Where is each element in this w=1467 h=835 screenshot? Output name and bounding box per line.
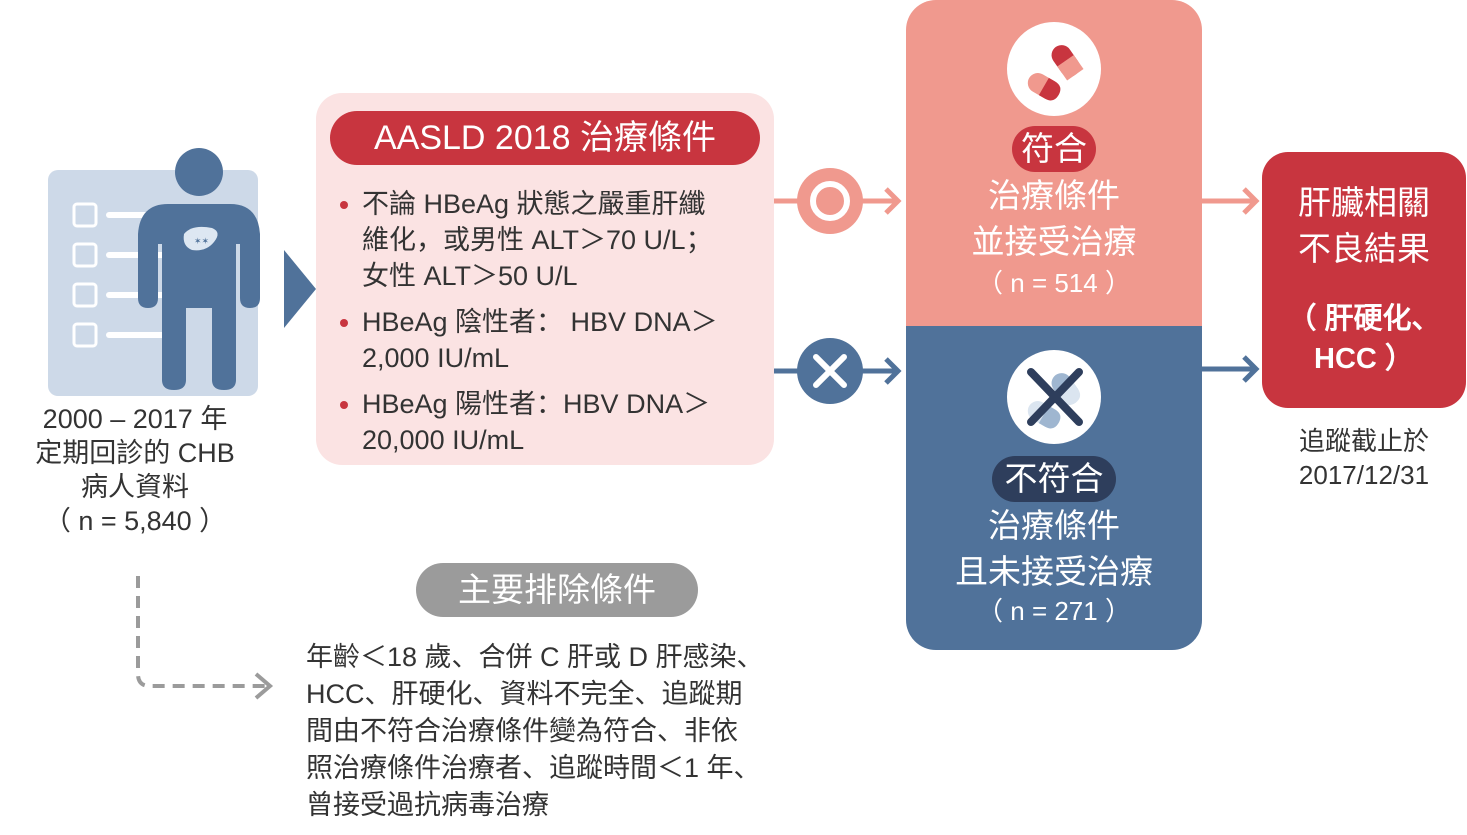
followup-line-1: 追蹤截止於	[1298, 426, 1429, 456]
exclusion-line-4: 照治療條件治療者、追蹤時間＜1 年、	[306, 753, 761, 783]
nomatch-box: 不符合 治療條件 且未接受治療 （ n = 271 ）	[906, 326, 1202, 650]
criteria-item: HBeAg 陰性者： HBV DNA＞ 2,000 IU/mL	[336, 304, 766, 376]
criteria-item-2-line-2: 2,000 IU/mL	[362, 343, 510, 373]
exclusion-line-1: 年齡＜18 歲、合併 C 肝或 D 肝感染、	[306, 642, 764, 672]
nomatch-tag: 不符合	[992, 456, 1116, 502]
criteria-item: 不論 HBeAg 狀態之嚴重肝纖 維化，或男性 ALT＞70 U/L； 女性 A…	[336, 186, 766, 294]
liver-icon: ✶✶	[183, 226, 218, 251]
nomatch-line-2: 且未接受治療	[955, 553, 1153, 590]
match-line-2: 並接受治療	[971, 223, 1137, 260]
no-pill-icon	[1007, 350, 1101, 444]
exclusion-text: 年齡＜18 歲、合併 C 肝或 D 肝感染、 HCC、肝硬化、資料不完全、追蹤期…	[306, 639, 826, 824]
nomatch-connector	[774, 338, 902, 404]
criteria-item-1-line-2: 維化，或男性 ALT＞70 U/L；	[362, 225, 713, 255]
exclusion-title: 主要排除條件	[416, 563, 698, 617]
result-sub-2: HCC ）	[1314, 343, 1414, 375]
match-box: 符合 治療條件 並接受治療 （ n = 514 ）	[906, 0, 1202, 326]
dashed-arrow-icon	[136, 576, 274, 700]
source-line-1: 2000 – 2017 年	[42, 404, 228, 434]
match-count: （ n = 514 ）	[977, 268, 1131, 298]
followup-date: 2017/12/31	[1298, 460, 1430, 490]
source-line-2: 定期回診的 CHB	[35, 438, 235, 468]
criteria-item-3-line-1: HBeAg 陽性者：HBV DNA＞	[362, 389, 711, 419]
arrow-to-result-top	[1202, 187, 1260, 215]
criteria-item-1-line-3: 女性 ALT＞50 U/L	[362, 261, 578, 291]
result-line-2: 不良結果	[1298, 230, 1430, 267]
followup-note: 追蹤截止於 2017/12/31	[1262, 424, 1466, 492]
arrow-to-result-bottom	[1202, 355, 1260, 383]
source-caption: 2000 – 2017 年 定期回診的 CHB 病人資料 （ n = 5,840…	[0, 402, 270, 538]
criteria-item-2-line-1: HBeAg 陰性者： HBV DNA＞	[362, 307, 718, 337]
source-count: （ n = 5,840 ）	[43, 506, 227, 536]
criteria-title: AASLD 2018 治療條件	[330, 111, 760, 165]
exclusion-line-2: HCC、肝硬化、資料不完全、追蹤期	[306, 679, 743, 709]
nomatch-line-1: 治療條件	[988, 507, 1120, 544]
nomatch-count: （ n = 271 ）	[977, 596, 1131, 626]
exclusion-line-3: 間由不符合治療條件變為符合、非依	[306, 716, 738, 746]
criteria-item-1-line-1: 不論 HBeAg 狀態之嚴重肝纖	[362, 189, 706, 219]
pill-icon	[1007, 22, 1101, 116]
criteria-item-3-line-2: 20,000 IU/mL	[362, 425, 525, 455]
match-connector	[774, 168, 902, 234]
criteria-item: HBeAg 陽性者：HBV DNA＞ 20,000 IU/mL	[336, 386, 766, 458]
cross-no-icon	[797, 338, 863, 404]
criteria-list: 不論 HBeAg 狀態之嚴重肝纖 維化，或男性 ALT＞70 U/L； 女性 A…	[336, 186, 766, 468]
result-sub-1: （ 肝硬化、	[1287, 303, 1441, 335]
match-line-1: 治療條件	[988, 177, 1120, 214]
result-box: 肝臟相關 不良結果 （ 肝硬化、 HCC ）	[1262, 152, 1466, 408]
match-tag: 符合	[1012, 126, 1096, 172]
arrow-right-icon	[284, 250, 316, 328]
exclusion-line-5: 曾接受過抗病毒治療	[306, 790, 549, 820]
svg-text:✶✶: ✶✶	[194, 237, 209, 247]
source-line-3: 病人資料	[81, 472, 189, 502]
patient-icon: ✶✶	[138, 148, 260, 390]
circle-yes-icon	[797, 168, 863, 234]
result-line-1: 肝臟相關	[1298, 184, 1430, 221]
